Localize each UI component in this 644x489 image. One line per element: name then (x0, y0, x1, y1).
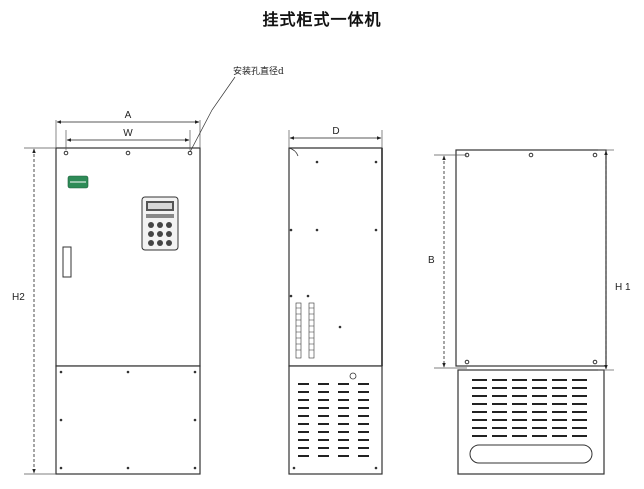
front-view (55, 147, 201, 475)
label-hole-diameter: 安装孔直径d (233, 65, 284, 77)
front-lower-cabinet (55, 365, 201, 475)
door-handle (62, 246, 72, 278)
label-d: D (332, 126, 339, 137)
dimension-a: A (55, 110, 201, 148)
label-b: B (428, 255, 435, 266)
hole-diameter-callout: 安装孔直径d (189, 65, 284, 153)
dimension-d: D (288, 126, 383, 148)
page-title: 挂式柜式一体机 (262, 10, 382, 29)
side-lower-body (288, 365, 383, 475)
rear-vents (472, 379, 587, 437)
rear-cable-slot (469, 444, 593, 464)
dimension-h2: H2 (12, 147, 56, 475)
label-w: W (123, 128, 133, 139)
dimension-w: W (65, 128, 191, 150)
label-a: A (125, 110, 132, 121)
keypad-panel (141, 196, 179, 251)
label-h1: H 1 (615, 282, 631, 293)
side-lower-vents (298, 383, 369, 457)
side-vents (295, 302, 315, 359)
side-view (288, 147, 383, 475)
label-h2: H2 (12, 292, 25, 303)
dimension-h1: H 1 (598, 149, 631, 371)
dimension-b: B (428, 154, 467, 369)
rear-upper-plate (455, 149, 607, 367)
rear-view (455, 149, 607, 475)
side-upper-body (288, 147, 383, 367)
